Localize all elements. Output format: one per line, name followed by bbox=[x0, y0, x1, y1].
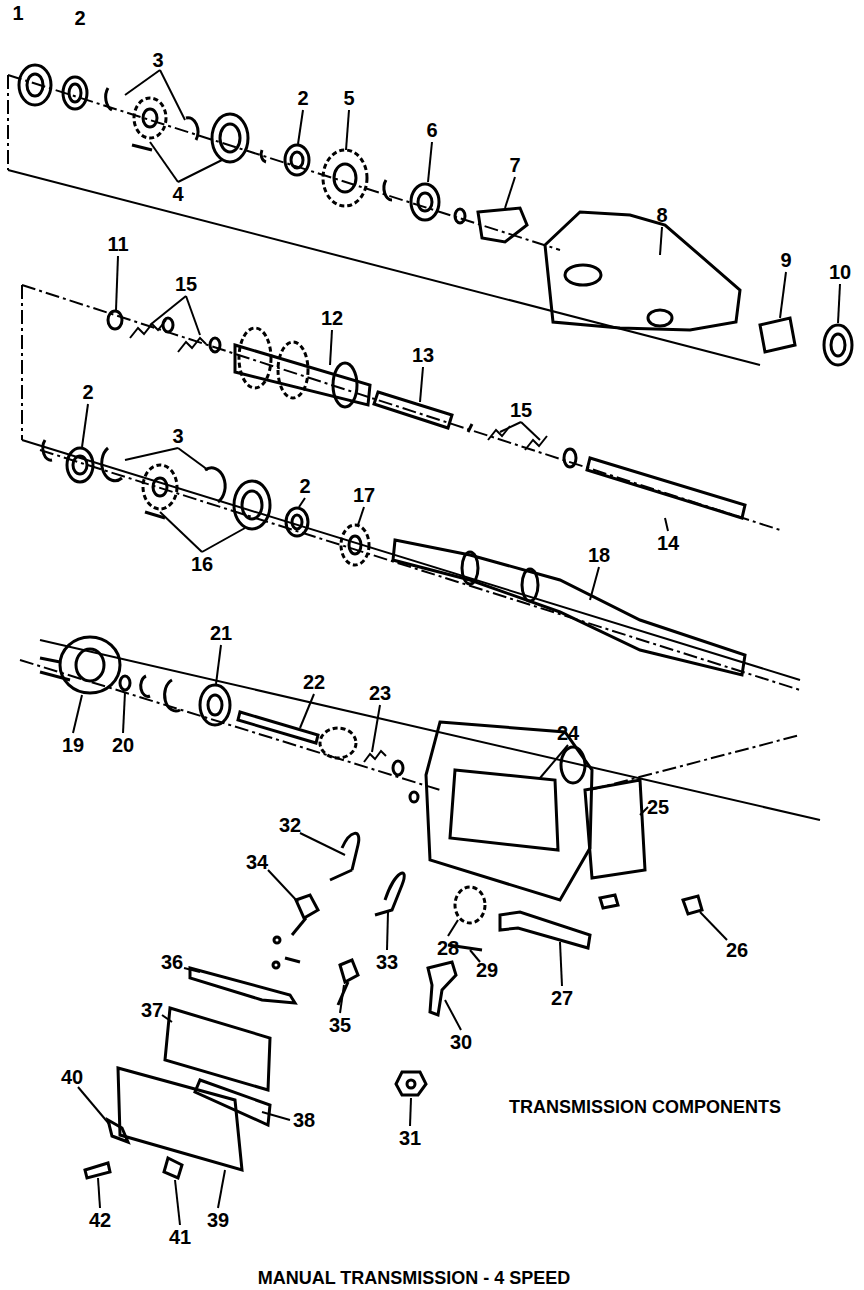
callout-number: 13 bbox=[412, 345, 434, 365]
figure-title: TRANSMISSION COMPONENTS bbox=[509, 1098, 781, 1116]
callout-number: 40 bbox=[61, 1067, 83, 1087]
callout-number: 9 bbox=[780, 250, 791, 270]
callout-number: 21 bbox=[210, 623, 232, 643]
callout-number: 24 bbox=[557, 723, 579, 743]
callout-number: 2 bbox=[297, 88, 308, 108]
callout-number: 15 bbox=[175, 274, 197, 294]
callout-number: 20 bbox=[112, 735, 134, 755]
callout-number: 7 bbox=[509, 155, 520, 175]
callout-number: 29 bbox=[476, 960, 498, 980]
callout-number: 38 bbox=[293, 1110, 315, 1130]
callout-number: 2 bbox=[82, 382, 93, 402]
callout-number: 41 bbox=[169, 1227, 191, 1247]
callout-number: 28 bbox=[437, 938, 459, 958]
callout-number: 36 bbox=[161, 952, 183, 972]
callout-number: 10 bbox=[829, 262, 851, 282]
callout-number: 18 bbox=[588, 545, 610, 565]
callout-number: 8 bbox=[656, 205, 667, 225]
callout-number: 31 bbox=[399, 1128, 421, 1148]
callout-number: 35 bbox=[329, 1015, 351, 1035]
callout-number: 3 bbox=[152, 50, 163, 70]
callout-number: 22 bbox=[303, 672, 325, 692]
callout-number: 19 bbox=[62, 735, 84, 755]
callout-number: 30 bbox=[450, 1032, 472, 1052]
callout-number: 1 bbox=[12, 3, 23, 23]
callout-number: 34 bbox=[246, 852, 268, 872]
callout-number: 12 bbox=[321, 308, 343, 328]
callout-number: 6 bbox=[426, 120, 437, 140]
callout-number: 14 bbox=[657, 533, 679, 553]
caption: MANUAL TRANSMISSION - 4 SPEED bbox=[258, 1269, 571, 1287]
callout-number: 32 bbox=[279, 815, 301, 835]
callout-number: 25 bbox=[647, 797, 669, 817]
callout-number: 33 bbox=[376, 952, 398, 972]
callout-number: 39 bbox=[207, 1210, 229, 1230]
callout-number: 2 bbox=[74, 8, 85, 28]
callout-number: 23 bbox=[369, 683, 391, 703]
callout-number: 37 bbox=[141, 1000, 163, 1020]
callout-number: 26 bbox=[726, 940, 748, 960]
callout-number: 16 bbox=[191, 554, 213, 574]
callout-number: 2 bbox=[299, 476, 310, 496]
callout-number: 17 bbox=[353, 485, 375, 505]
callout-number: 42 bbox=[89, 1210, 111, 1230]
callout-number: 11 bbox=[107, 234, 128, 254]
callout-number: 4 bbox=[172, 184, 183, 204]
callout-number: 3 bbox=[172, 426, 183, 446]
callout-number: 5 bbox=[343, 88, 354, 108]
callout-number: 15 bbox=[510, 400, 532, 420]
callout-number: 27 bbox=[551, 988, 573, 1008]
